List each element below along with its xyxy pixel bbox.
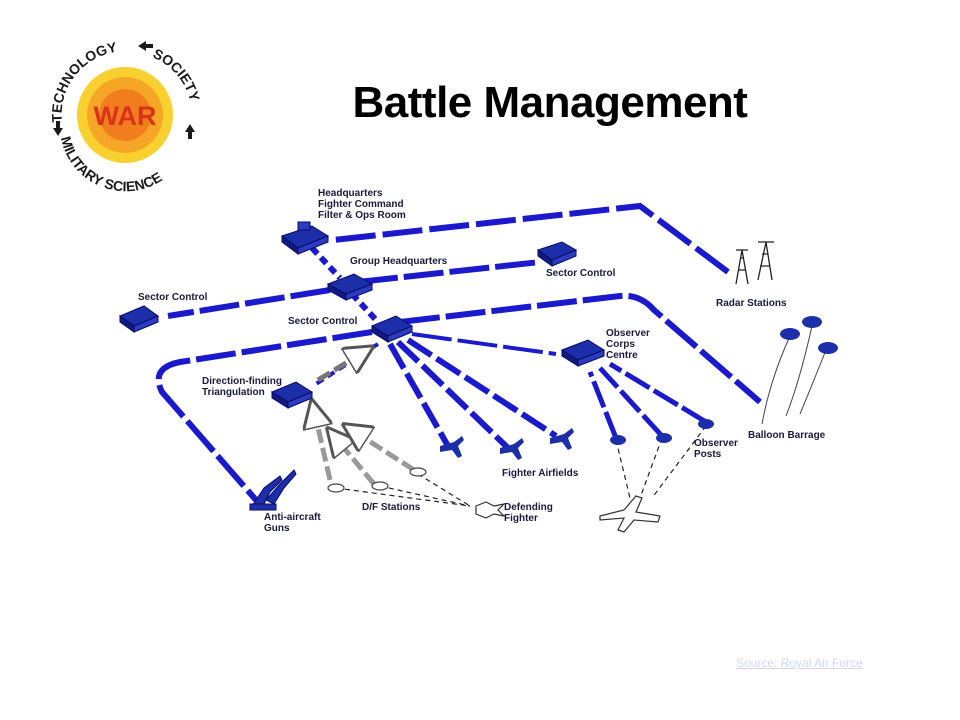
label-df-stations: D/F Stations	[362, 502, 421, 513]
label-hq-line2: Fighter Command	[318, 199, 404, 210]
label-observer-centre: Observer Corps Centre	[606, 328, 650, 361]
war-logo: WAR TECHNOLOGY SOCIETY MILITARY SCIENCE	[45, 35, 205, 195]
label-sector-control-center: Sector Control	[288, 316, 358, 327]
label-sector-control-left: Sector Control	[138, 292, 208, 303]
sector-control-right-icon	[536, 241, 578, 267]
enemy-plane-icon	[599, 495, 661, 533]
source-link[interactable]: Source: Royal Air Force	[736, 656, 863, 670]
label-aa-guns: Anti-aircraft Guns	[264, 512, 321, 534]
balloon-icons	[780, 316, 838, 354]
page-title: Battle Management	[352, 78, 748, 127]
label-observer-centre-line3: Centre	[606, 350, 638, 361]
radar-stations-icon	[735, 241, 774, 285]
sector-control-left-icon	[118, 305, 160, 333]
label-df-triangulation-line2: Triangulation	[202, 387, 265, 398]
label-hq-line3: Filter & Ops Room	[318, 210, 406, 221]
label-hq: Headquarters Fighter Command Filter & Op…	[318, 188, 406, 221]
logo-center-text: WAR	[94, 101, 157, 131]
label-observer-posts: Observer Posts	[694, 438, 738, 460]
nodes	[118, 221, 606, 409]
label-observer-centre-line2: Corps	[606, 339, 635, 350]
df-triangulation-icon	[270, 381, 314, 409]
observer-centre-icon	[560, 339, 606, 367]
label-observer-posts-line2: Posts	[694, 449, 722, 460]
label-sector-control-right: Sector Control	[546, 268, 616, 279]
logo-sun-inner	[99, 89, 151, 141]
connection-lines	[155, 202, 762, 502]
logo-arrow-icons	[53, 41, 195, 139]
balloon-cables	[761, 325, 827, 425]
white-arrows	[314, 352, 416, 486]
group-hq-building-icon	[326, 273, 374, 301]
label-defending-fighter-line2: Fighter	[504, 513, 538, 524]
defending-fighter-icon	[475, 501, 506, 519]
label-radar-stations: Radar Stations	[716, 298, 787, 309]
label-aa-guns-line1: Anti-aircraft	[264, 512, 321, 523]
label-group-hq: Group Headquarters	[350, 256, 448, 267]
label-df-triangulation: Direction-finding Triangulation	[202, 376, 282, 398]
df-station-icons	[327, 467, 427, 493]
label-balloon-barrage: Balloon Barrage	[748, 430, 826, 441]
label-aa-guns-line2: Guns	[264, 523, 290, 534]
observer-post-icons	[610, 419, 714, 445]
fighter-airfield-plane-icons	[440, 428, 574, 460]
label-observer-posts-line1: Observer	[694, 438, 738, 449]
label-observer-centre-line1: Observer	[606, 328, 650, 339]
label-hq-line1: Headquarters	[318, 188, 383, 199]
label-defending-fighter: Defending Fighter	[504, 502, 553, 524]
label-defending-fighter-line1: Defending	[504, 502, 553, 513]
hq-building-icon	[280, 221, 330, 255]
label-df-triangulation-line1: Direction-finding	[202, 376, 282, 387]
thin-dashed-lines	[335, 425, 707, 507]
aa-gun-icons	[249, 469, 297, 511]
sector-control-center-icon	[370, 315, 414, 343]
label-fighter-airfields: Fighter Airfields	[502, 468, 579, 479]
